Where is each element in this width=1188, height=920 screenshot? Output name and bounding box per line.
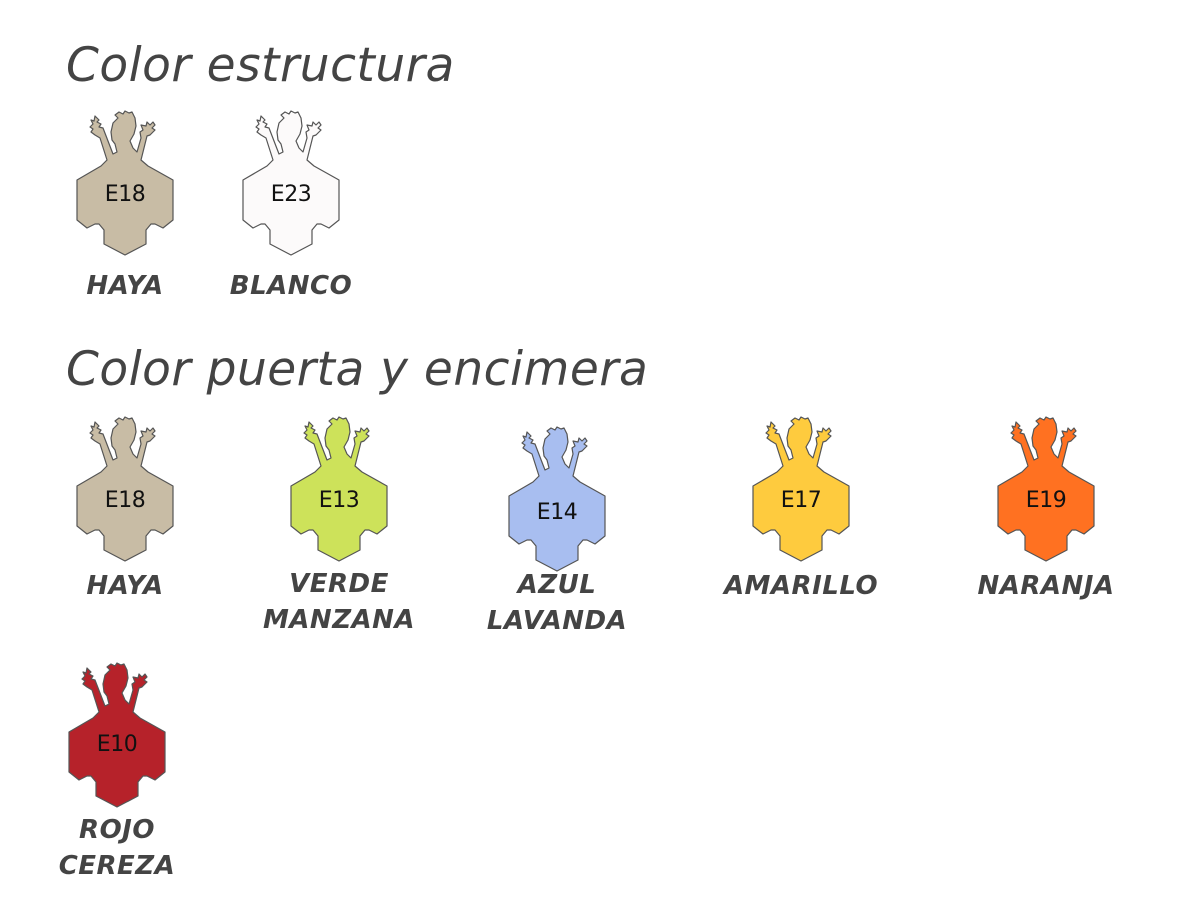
- structure-swatch-blanco[interactable]: E23 BLANCO: [206, 108, 376, 348]
- figure-icon: [508, 426, 606, 572]
- swatch-label: NARANJA: [977, 571, 1115, 601]
- swatch-label: BLANCO: [229, 271, 353, 301]
- swatch-label: VERDE MANZANA: [262, 569, 416, 635]
- door-swatch-amarillo[interactable]: E17 AMARILLO: [716, 414, 886, 654]
- swatch-code: E23: [270, 182, 312, 207]
- swatch-label: AZUL LAVANDA: [486, 570, 628, 636]
- swatch-code: E14: [536, 500, 578, 525]
- swatch-label: ROJO CEREZA: [58, 815, 176, 881]
- swatch-code: E10: [96, 732, 138, 757]
- door-swatch-azul-lavanda[interactable]: E14 AZUL LAVANDA: [472, 424, 642, 664]
- swatch-label: AMARILLO: [723, 571, 879, 601]
- structure-swatch-haya[interactable]: E18 HAYA: [40, 108, 210, 348]
- door-swatch-verde-manzana[interactable]: E13 VERDE MANZANA: [254, 414, 424, 654]
- swatch-code: E18: [104, 182, 146, 207]
- door-swatch-naranja[interactable]: E19 NARANJA: [961, 414, 1131, 654]
- swatch-code: E17: [780, 488, 822, 513]
- door-swatch-haya[interactable]: E18 HAYA: [40, 414, 210, 654]
- door-swatch-rojo-cereza[interactable]: E10 ROJO CEREZA: [32, 660, 202, 900]
- door-color-heading: Color puerta y encimera: [66, 342, 649, 397]
- swatch-label: HAYA: [86, 571, 164, 601]
- swatch-code: E18: [104, 488, 146, 513]
- swatch-label: HAYA: [86, 271, 164, 301]
- structure-color-heading: Color estructura: [66, 38, 455, 93]
- swatch-code: E19: [1025, 488, 1067, 513]
- swatch-code: E13: [318, 488, 360, 513]
